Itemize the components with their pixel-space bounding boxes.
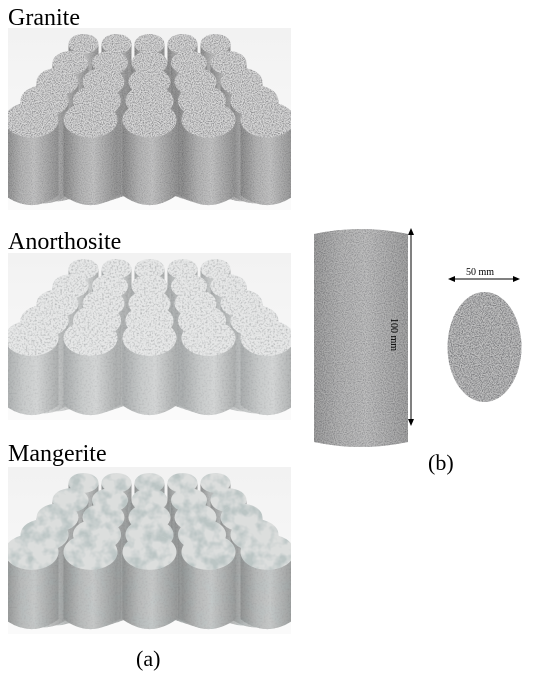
specimen-end-view (447, 291, 522, 403)
rock-core (63, 102, 118, 206)
rock-core (181, 102, 236, 206)
mangerite-photo (8, 467, 291, 634)
rock-core (181, 320, 236, 416)
rock-core (122, 534, 177, 630)
caption-a: (a) (136, 646, 161, 671)
rock-core (8, 320, 59, 416)
diameter-label: 50 mm (466, 267, 495, 278)
mangerite-label: Mangerite (8, 441, 107, 467)
rock-core (8, 534, 59, 630)
rock-core (240, 102, 291, 206)
rock-core (240, 534, 291, 630)
height-label: 100 mm (388, 318, 399, 352)
granite-label: Granite (8, 5, 80, 31)
rock-core (240, 320, 291, 416)
anorthosite-photo (8, 253, 291, 420)
rock-core (63, 534, 118, 630)
height-dimension-line (408, 228, 414, 426)
rock-core (63, 320, 118, 416)
rock-core (122, 320, 177, 416)
anorthosite-label: Anorthosite (8, 229, 122, 255)
rock-core (122, 102, 177, 206)
rock-core (8, 102, 59, 206)
rock-core (181, 534, 236, 630)
caption-b: (b) (428, 450, 454, 475)
specimen-side-view (310, 228, 412, 450)
granite-photo (8, 28, 291, 210)
diameter-dimension-line (448, 276, 520, 282)
